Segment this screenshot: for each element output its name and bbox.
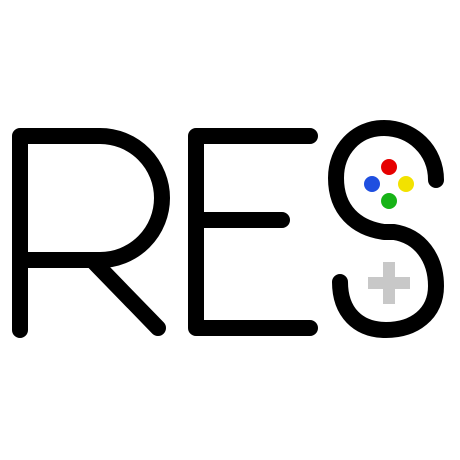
button-top [381, 159, 397, 175]
dpad-plus-icon [368, 262, 410, 304]
letter-r-leg [84, 252, 166, 336]
letter-r-stem [12, 128, 170, 338]
letter-s-curve [328, 120, 444, 338]
dpad-horizontal [368, 277, 410, 289]
letter-e-body [188, 128, 318, 336]
button-right [398, 176, 414, 192]
letter-e [188, 128, 318, 336]
button-left [364, 176, 380, 192]
button-bottom [381, 193, 397, 209]
letter-s [328, 120, 444, 338]
letter-r [12, 128, 170, 338]
gamepad-buttons-icon [364, 159, 414, 209]
